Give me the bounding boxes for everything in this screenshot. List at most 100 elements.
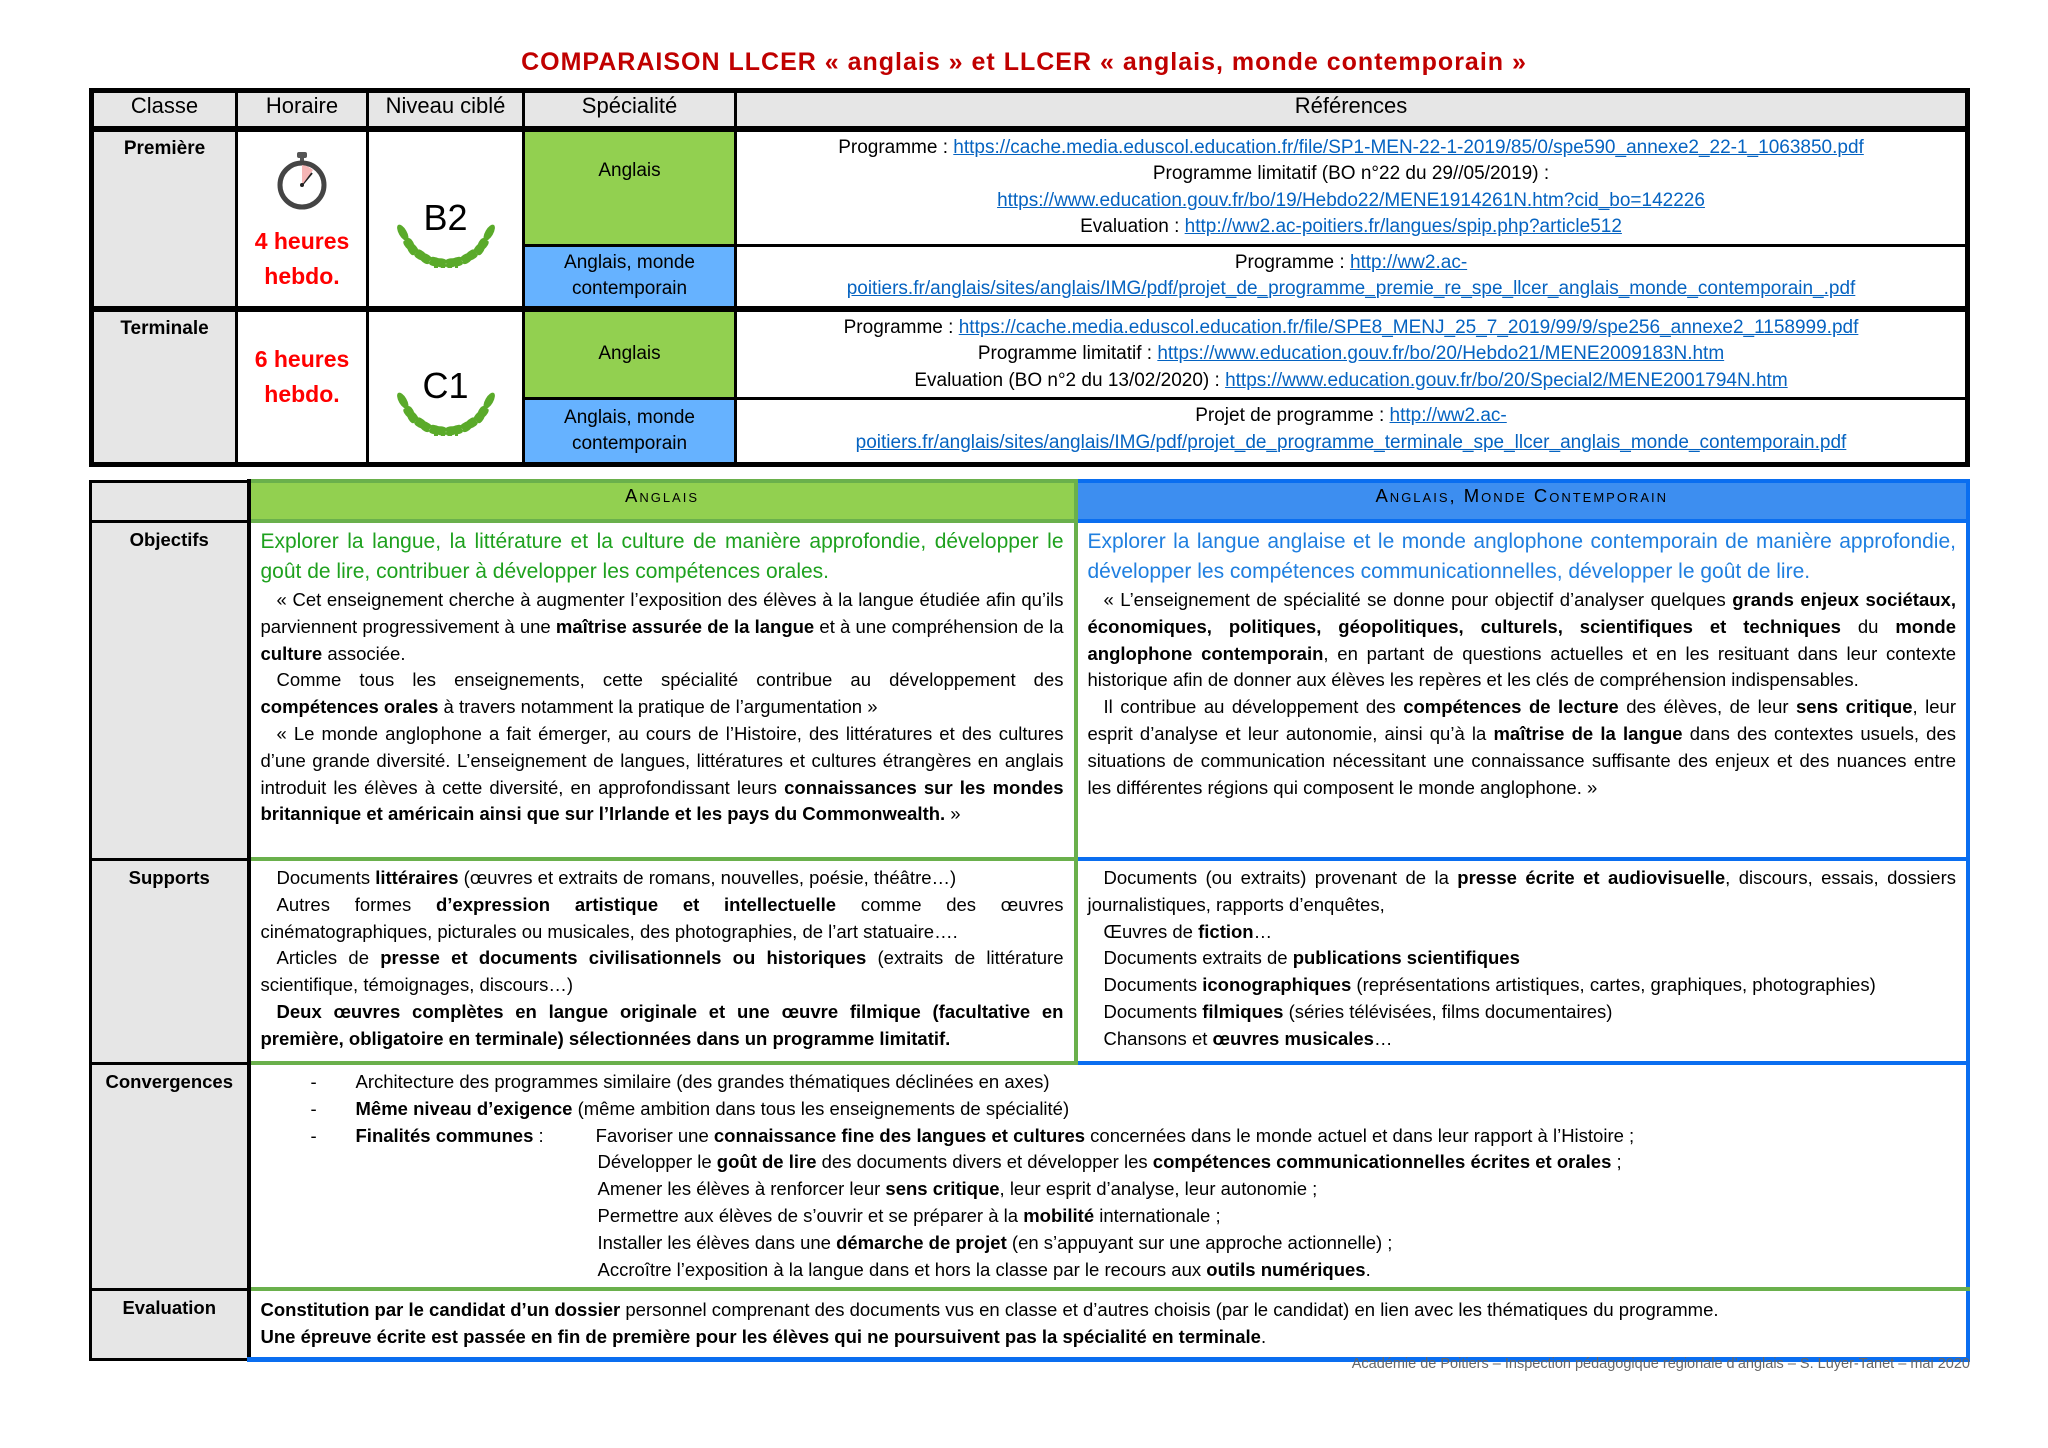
label-supports: Supports [89,857,251,1065]
sep: : [533,1124,544,1146]
evaluation-link[interactable]: https://www.education.gouv.fr/bo/20/Spec… [1225,369,1788,391]
dash: - [310,1071,317,1092]
header-classe: Classe [90,89,238,132]
text-run: Développer le [597,1151,717,1173]
evaluation-link[interactable]: http://ww2.ac-poitiers.fr/langues/spip.p… [1184,216,1622,237]
laurel-leaf [415,417,430,432]
text-run: . [1365,1258,1371,1280]
refs-premiere-amc: Programme : http://ww2.ac- poitiers.fr/a… [734,243,1969,310]
classe-premiere: Première [90,127,238,310]
paragraph: Documents iconographiques (représentatio… [1088,972,1957,999]
paragraph: Constitution par le candidat d’un dossie… [261,1297,1957,1324]
bold-text: Une épreuve écrite est passée en fin de … [260,1326,1261,1348]
laurel-leaf [444,257,463,266]
ref-label: Projet de programme : [1195,405,1390,426]
text-run: dans des contextes usuels, des situation… [1087,722,1957,798]
projet-programme-link-cont[interactable]: poitiers.fr/anglais/sites/anglais/IMG/pd… [855,431,1847,453]
ref-label: Evaluation (BO n°2 du 13/02/2020) : [914,369,1226,391]
text-run: (même ambition dans tous les enseignemen… [572,1097,1070,1119]
convergence-item: -Finalités communes :Favoriser une conna… [261,1123,1957,1150]
paragraph: Autres formes d’expression artistique et… [261,892,1064,946]
bold-text: goût de lire [716,1151,817,1173]
level-badge: B2 [423,196,468,238]
programme-link-cont[interactable]: poitiers.fr/anglais/sites/anglais/IMG/pd… [846,278,1856,299]
laurel-leaf [473,239,489,253]
paragraph: « Le monde anglophone a fait émerger, au… [261,721,1064,828]
programme-link[interactable]: https://cache.media.eduscol.education.fr… [958,316,1859,338]
text-run: … [1253,920,1273,942]
text-run: Installer les élèves dans une [597,1231,837,1253]
text-run: Accroître l’exposition à la langue dans … [597,1258,1207,1280]
finalites-label: Finalités communes [355,1124,534,1146]
classe-terminale: Terminale [90,305,238,466]
laurel-leaf [483,392,495,409]
paragraph: Deux œuvres complètes en langue original… [261,999,1064,1053]
text-run: concernées dans le monde actuel et dans … [1085,1124,1635,1146]
laurel-leaf [429,424,446,436]
laurel-leaf [459,251,478,261]
paragraph: Œuvres de fiction… [1088,919,1957,946]
specialite-anglais: Anglais [522,127,737,247]
bold-text: sens critique [1796,696,1913,718]
laurel-icon [396,392,495,436]
bold-text: culture [260,642,323,664]
evaluation-cell: Constitution par le candidat d’un dossie… [246,1287,1970,1362]
text-run: comme des œuvres cinématographiques, pic… [260,893,1064,942]
laurel-icon [396,224,495,268]
text-run: Favoriser une [595,1124,714,1146]
programme-limitatif-link[interactable]: https://www.education.gouv.fr/bo/19/Hebd… [997,189,1705,211]
text-run: . [1260,1326,1267,1348]
text-run: (représentations artistiques, cartes, gr… [1351,974,1876,996]
bold-text: compétences communicationnelles écrites … [1152,1151,1612,1173]
laurel-leaf [405,405,416,423]
ref-label: Programme : [1234,251,1350,273]
paragraph: Permettre aux élèves de s’ouvrir et se p… [598,1203,1957,1230]
objectif-intro: Explorer la langue anglaise et le monde … [1087,530,1957,583]
text-run: internationale ; [1094,1204,1221,1226]
refs-terminale-anglais: Programme : https://cache.media.eduscol.… [734,305,1969,400]
comparison-table: Anglais Anglais, Monde Contemporain Obje… [89,479,1970,1362]
text-run: Articles de [276,947,381,969]
bold-text: presse écrite et audiovisuelle [1457,867,1726,888]
paragraph: Comme tous les enseignements, cette spéc… [261,667,1064,721]
text-run: Documents [1103,1000,1203,1022]
bold-text: Constitution par le candidat d’un dossie… [260,1299,621,1321]
ref-label: Programme limitatif (BO n°22 du 29//05/2… [1152,163,1550,184]
niveau-premiere: B2 [366,127,525,310]
label-objectifs: Objectifs [89,519,251,861]
projet-programme-link[interactable]: http://ww2.ac- [1389,405,1507,426]
programme-limitatif-link[interactable]: https://www.education.gouv.fr/bo/20/Hebd… [1157,343,1725,364]
bold-text: filmiques [1202,1000,1284,1022]
footer-credit: Académie de Poitiers – Inspection pédago… [1351,1356,1970,1372]
text-run: Il contribue au développement des [1103,696,1404,718]
paragraph: Documents filmiques (séries télévisées, … [1088,999,1957,1026]
programme-link[interactable]: https://cache.media.eduscol.education.fr… [953,136,1864,158]
paragraph: Documents littéraires (œuvres et extrait… [261,865,1064,892]
hours-unit: hebdo. [264,380,340,407]
paragraph: Une épreuve écrite est passée en fin de … [261,1324,1957,1351]
bold-text: mobilité [1023,1204,1095,1226]
paragraph: Documents (ou extraits) provenant de la … [1088,865,1957,919]
text-run: associée. [322,642,406,664]
supports-anglais: Documents littéraires (œuvres et extrait… [246,857,1078,1065]
bold-text: maîtrise de la langue [1493,722,1683,744]
page-title: COMPARAISON LLCER « anglais » et LLCER «… [521,48,1527,76]
bold-text: connaissances sur les mondes britannique… [260,776,1064,825]
bold-text: Deux œuvres complètes en langue original… [260,1000,1064,1049]
bold-text: d’expression artistique et intellectuell… [435,893,837,915]
stopwatch-icon [277,151,327,209]
refs-premiere-anglais: Programme : https://cache.media.eduscol.… [734,127,1969,247]
text-run: à travers notamment la pratique de l’arg… [438,696,878,718]
hours-unit: hebdo. [264,262,340,289]
refs-terminale-amc: Projet de programme : http://ww2.ac- poi… [734,397,1969,466]
text-run: (séries télévisées, films documentaires) [1283,1000,1613,1022]
header-specialite: Spécialité [522,89,737,132]
text-run: Permettre aux élèves de s’ouvrir et se p… [597,1204,1024,1226]
text-run: « Le monde anglophone a fait émerger, au… [260,722,1064,798]
specialite-amc: Anglais, monde contemporain [522,243,737,310]
programme-link[interactable]: http://ww2.ac- [1349,251,1468,273]
label-convergences: Convergences [89,1061,251,1291]
dash: - [310,1124,317,1146]
header-anglais: Anglais [246,479,1078,523]
specialite-anglais: Anglais [522,305,737,400]
